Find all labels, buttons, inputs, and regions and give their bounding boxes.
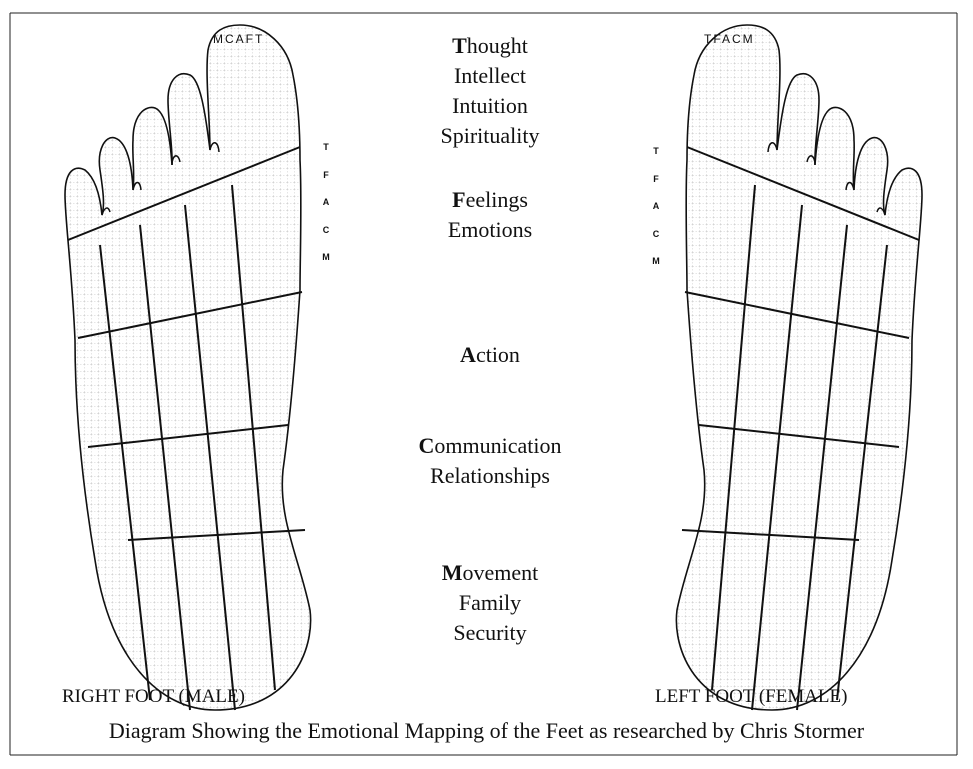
zone-letter: M — [649, 256, 663, 284]
zone-text: Security — [340, 618, 640, 648]
zone-text: Emotions — [340, 215, 640, 245]
right-toe-labels: MCAFT — [213, 32, 264, 46]
zone-letter: T — [319, 142, 333, 170]
zone-text: Feelings — [340, 185, 640, 215]
zone-text: Communication — [340, 431, 640, 461]
zone-movement: Movement Family Security — [340, 558, 640, 648]
zone-letter: F — [319, 170, 333, 198]
right-foot — [65, 25, 311, 710]
zone-text: Intuition — [340, 91, 640, 121]
zone-letter: T — [649, 146, 663, 174]
zone-letter: C — [319, 225, 333, 253]
left-foot — [676, 25, 922, 710]
zone-communication: Communication Relationships — [340, 431, 640, 491]
left-toe-labels: TFACM — [704, 32, 755, 46]
zone-thought: Thought Intellect Intuition Spirituality — [340, 31, 640, 151]
right-zone-letters: T F A C M — [319, 142, 333, 280]
zone-feelings: Feelings Emotions — [340, 185, 640, 245]
zone-text: Movement — [340, 558, 640, 588]
zone-action: Action — [340, 340, 640, 370]
right-foot-label: RIGHT FOOT (MALE) — [62, 686, 245, 708]
left-foot-outline — [676, 25, 922, 710]
zone-letter: M — [319, 252, 333, 280]
zone-letter: F — [649, 174, 663, 202]
zone-letter: C — [649, 229, 663, 257]
zone-letter: A — [649, 201, 663, 229]
zone-letter: A — [319, 197, 333, 225]
right-foot-outline — [65, 25, 311, 710]
zone-text: Spirituality — [340, 121, 640, 151]
zone-text: Relationships — [340, 461, 640, 491]
left-zone-letters: T F A C M — [649, 146, 663, 284]
diagram-caption: Diagram Showing the Emotional Mapping of… — [0, 718, 973, 744]
zone-text: Thought — [340, 31, 640, 61]
zone-text: Family — [340, 588, 640, 618]
zone-text: Intellect — [340, 61, 640, 91]
left-foot-label: LEFT FOOT (FEMALE) — [655, 686, 847, 708]
zone-text: Action — [340, 340, 640, 370]
